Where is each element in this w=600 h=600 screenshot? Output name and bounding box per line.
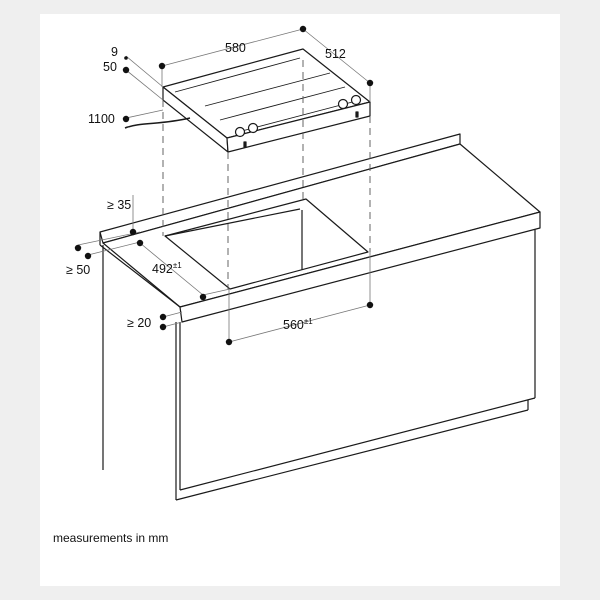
power-cable xyxy=(124,117,191,129)
dim-min-back-distance: ≥ 35 xyxy=(107,198,131,212)
dim-hob-height: 50 xyxy=(103,60,117,74)
dimension-points xyxy=(74,25,374,346)
dim-cutout-depth: 492±1 xyxy=(152,261,182,276)
dimension-lines xyxy=(77,28,371,343)
dim-hob-depth: 512 xyxy=(325,47,346,61)
dim-hob-width: 580 xyxy=(225,41,246,55)
dim-cutout-width: 560±1 xyxy=(283,317,313,332)
dim-cable-length: 1100 xyxy=(88,112,115,126)
cutout xyxy=(164,198,369,290)
hob xyxy=(124,48,371,153)
worktop xyxy=(99,133,541,323)
dim-hob-top-thickness: 9 xyxy=(111,45,118,59)
dim-min-worktop-thickness: ≥ 20 xyxy=(127,316,151,330)
cabinet xyxy=(102,229,536,501)
measurement-note: measurements in mm xyxy=(53,531,169,545)
projection-lines xyxy=(162,60,371,289)
dim-min-side-distance: ≥ 50 xyxy=(66,263,90,277)
